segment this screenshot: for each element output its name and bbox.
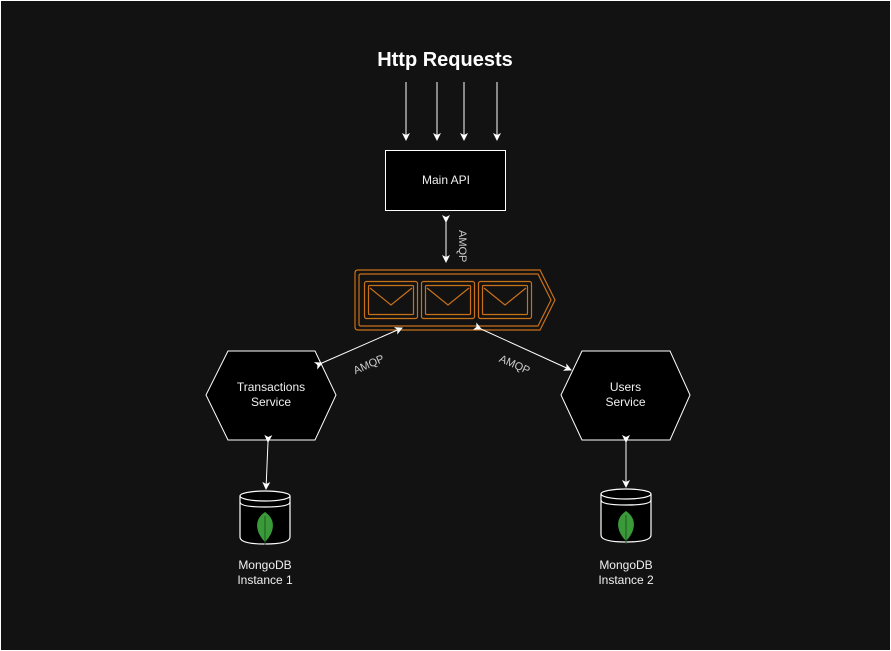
edge-transactions-mongodb — [262, 434, 273, 490]
mongodb-1-label-line2: Instance 1 — [237, 573, 293, 587]
main-api-label: Main API — [421, 173, 471, 187]
mongodb-1-label: MongoDB Instance 1 — [215, 558, 315, 588]
users-service-hexagon[interactable] — [560, 350, 691, 441]
diagram-title: Http Requests — [377, 49, 513, 71]
http-request-arrows — [402, 82, 501, 141]
users-service-label-line1: Users — [609, 380, 642, 394]
envelope-icon — [477, 280, 533, 320]
users-service-label: Users Service — [561, 380, 690, 410]
mongodb-2-label-line1: MongoDB — [599, 558, 653, 572]
transactions-service-label-line2: Service — [250, 395, 291, 409]
users-service-label-line2: Service — [605, 395, 646, 409]
mongodb-database-icon[interactable] — [600, 488, 652, 544]
mongodb-1-label-line1: MongoDB — [238, 558, 292, 572]
mongodb-2-label: MongoDB Instance 2 — [576, 558, 676, 588]
mongodb-2-label-line2: Instance 2 — [598, 573, 654, 587]
transactions-service-label-line1: Transactions — [236, 380, 306, 394]
edge-users-queue — [472, 322, 572, 371]
edge-transactions-queue — [313, 327, 403, 370]
message-queue-icon — [354, 269, 556, 331]
transactions-service-label: Transactions Service — [206, 380, 336, 410]
amqp-label-main: AMQP — [456, 230, 468, 263]
envelope-icon — [363, 280, 419, 320]
envelope-icon — [420, 280, 476, 320]
main-api-box[interactable] — [385, 150, 506, 211]
mongodb-database-icon[interactable] — [239, 490, 291, 545]
